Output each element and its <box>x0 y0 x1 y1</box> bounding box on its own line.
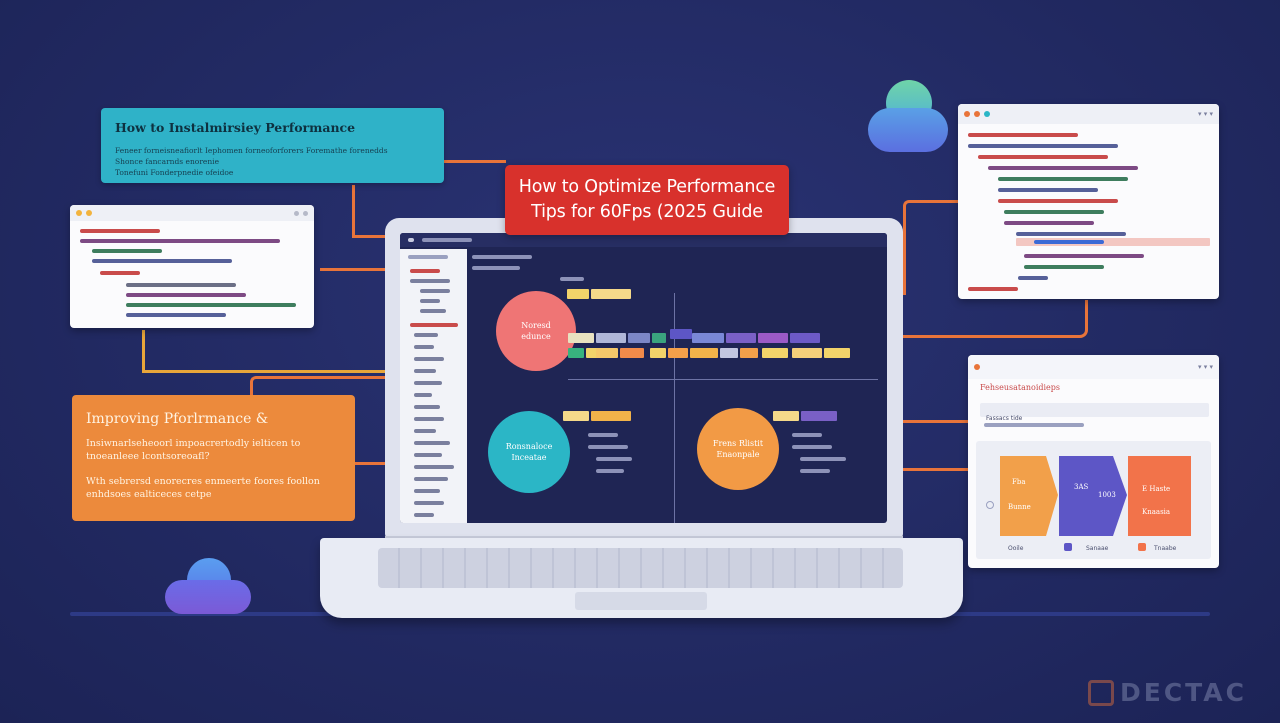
card-heading: How to Instalmirsiey Performance <box>115 120 356 135</box>
connector <box>250 376 387 396</box>
card-line: Feneer forneisneafiorlt Iephomen forneof… <box>115 146 388 155</box>
flow-label: 1003 <box>1098 491 1116 499</box>
brand-name: DECTAC <box>1120 678 1247 707</box>
connector <box>352 185 355 237</box>
flow-label: 3AS <box>1074 483 1089 491</box>
card-paragraph: Insiwnarlseheoorl impoacrertodly ieltice… <box>86 438 301 462</box>
connector <box>903 200 958 295</box>
connector <box>142 330 145 372</box>
flow-label: Knaasia <box>1142 508 1171 516</box>
circle-label: Frens Rlistit Enaonpale <box>712 439 764 459</box>
window-menu-icon[interactable]: ▾ ▾ ▾ <box>1198 110 1213 118</box>
connector <box>903 300 1088 338</box>
window-menu-icon[interactable]: ▾ ▾ ▾ <box>1198 363 1213 371</box>
flow-diagram <box>1000 456 1191 536</box>
card-line: Tonefuni Fonderpnedie ofeidoe <box>115 168 234 177</box>
window-titlebar <box>70 205 314 221</box>
cloud-icon <box>868 80 948 152</box>
logo-icon <box>1088 679 1114 706</box>
circle-label: Ronsnaloce Inceatae <box>505 442 553 462</box>
flow-window: ▾ ▾ ▾ Fehseusatanoidieps Fassacs tide Fb… <box>968 355 1219 568</box>
connector <box>352 235 387 238</box>
card-line: Shonce fancarnds enorenie <box>115 157 220 166</box>
metric-circle[interactable]: Frens Rlistit Enaonpale <box>697 408 779 490</box>
code-area <box>70 221 314 326</box>
flow-step <box>1128 456 1191 536</box>
circle-label: Noresd edunce <box>521 321 551 341</box>
title-line-2: Tips for 60Fps (2025 Guide <box>531 202 763 222</box>
flow-step <box>1059 456 1127 536</box>
connector <box>903 468 968 471</box>
subheading-bar[interactable]: Fassacs tide <box>980 403 1209 422</box>
connector <box>142 370 387 373</box>
footer-item: Tnaabe <box>1154 545 1177 552</box>
window-heading: Fehseusatanoidieps <box>980 383 1061 392</box>
settings-icon[interactable] <box>1138 543 1146 551</box>
code-window-right-top: ▾ ▾ ▾ <box>958 104 1219 299</box>
subheading-label: Fassacs tide <box>986 415 1023 422</box>
title-banner: How to Optimize Performance Tips for 60F… <box>505 165 789 235</box>
footer-item: Sanaae <box>1086 545 1109 552</box>
brand-logo: DECTAC <box>1088 678 1247 707</box>
footer-item: Ooile <box>1008 545 1024 552</box>
flow-label: Bunne <box>1008 503 1031 511</box>
metric-circle[interactable]: Noresd edunce <box>496 291 576 371</box>
user-icon[interactable] <box>1064 543 1072 551</box>
card-paragraph: Wth sebrersd enorecres enmeerte foores f… <box>86 476 320 500</box>
connector <box>903 420 968 423</box>
connector <box>320 268 387 346</box>
code-window-left <box>70 205 314 328</box>
cloud-icon <box>165 558 251 614</box>
title-line-1: How to Optimize Performance <box>518 177 776 197</box>
flow-label: E Haste <box>1142 485 1171 493</box>
info-card-teal: How to Instalmirsiey Performance Feneer … <box>101 108 444 183</box>
flow-label: Fba <box>1012 478 1026 486</box>
editor-sidebar[interactable] <box>400 249 467 523</box>
window-titlebar: ▾ ▾ ▾ <box>958 104 1219 124</box>
card-heading: Improving Pforlrmance & <box>86 411 269 427</box>
radio-icon[interactable] <box>986 501 994 509</box>
code-area <box>958 124 1219 299</box>
laptop-screen: Noresd edunce Ronsnaloce Inceatae Frens … <box>400 233 887 523</box>
window-titlebar: ▾ ▾ ▾ <box>968 355 1219 379</box>
flow-step <box>1000 456 1058 536</box>
laptop-trackpad <box>575 592 707 610</box>
connector <box>444 160 506 163</box>
metric-circle[interactable]: Ronsnaloce Inceatae <box>488 411 570 493</box>
info-card-orange: Improving Pforlrmance & Insiwnarlseheoor… <box>72 395 355 521</box>
connector <box>355 462 387 465</box>
laptop-keyboard <box>378 548 903 588</box>
